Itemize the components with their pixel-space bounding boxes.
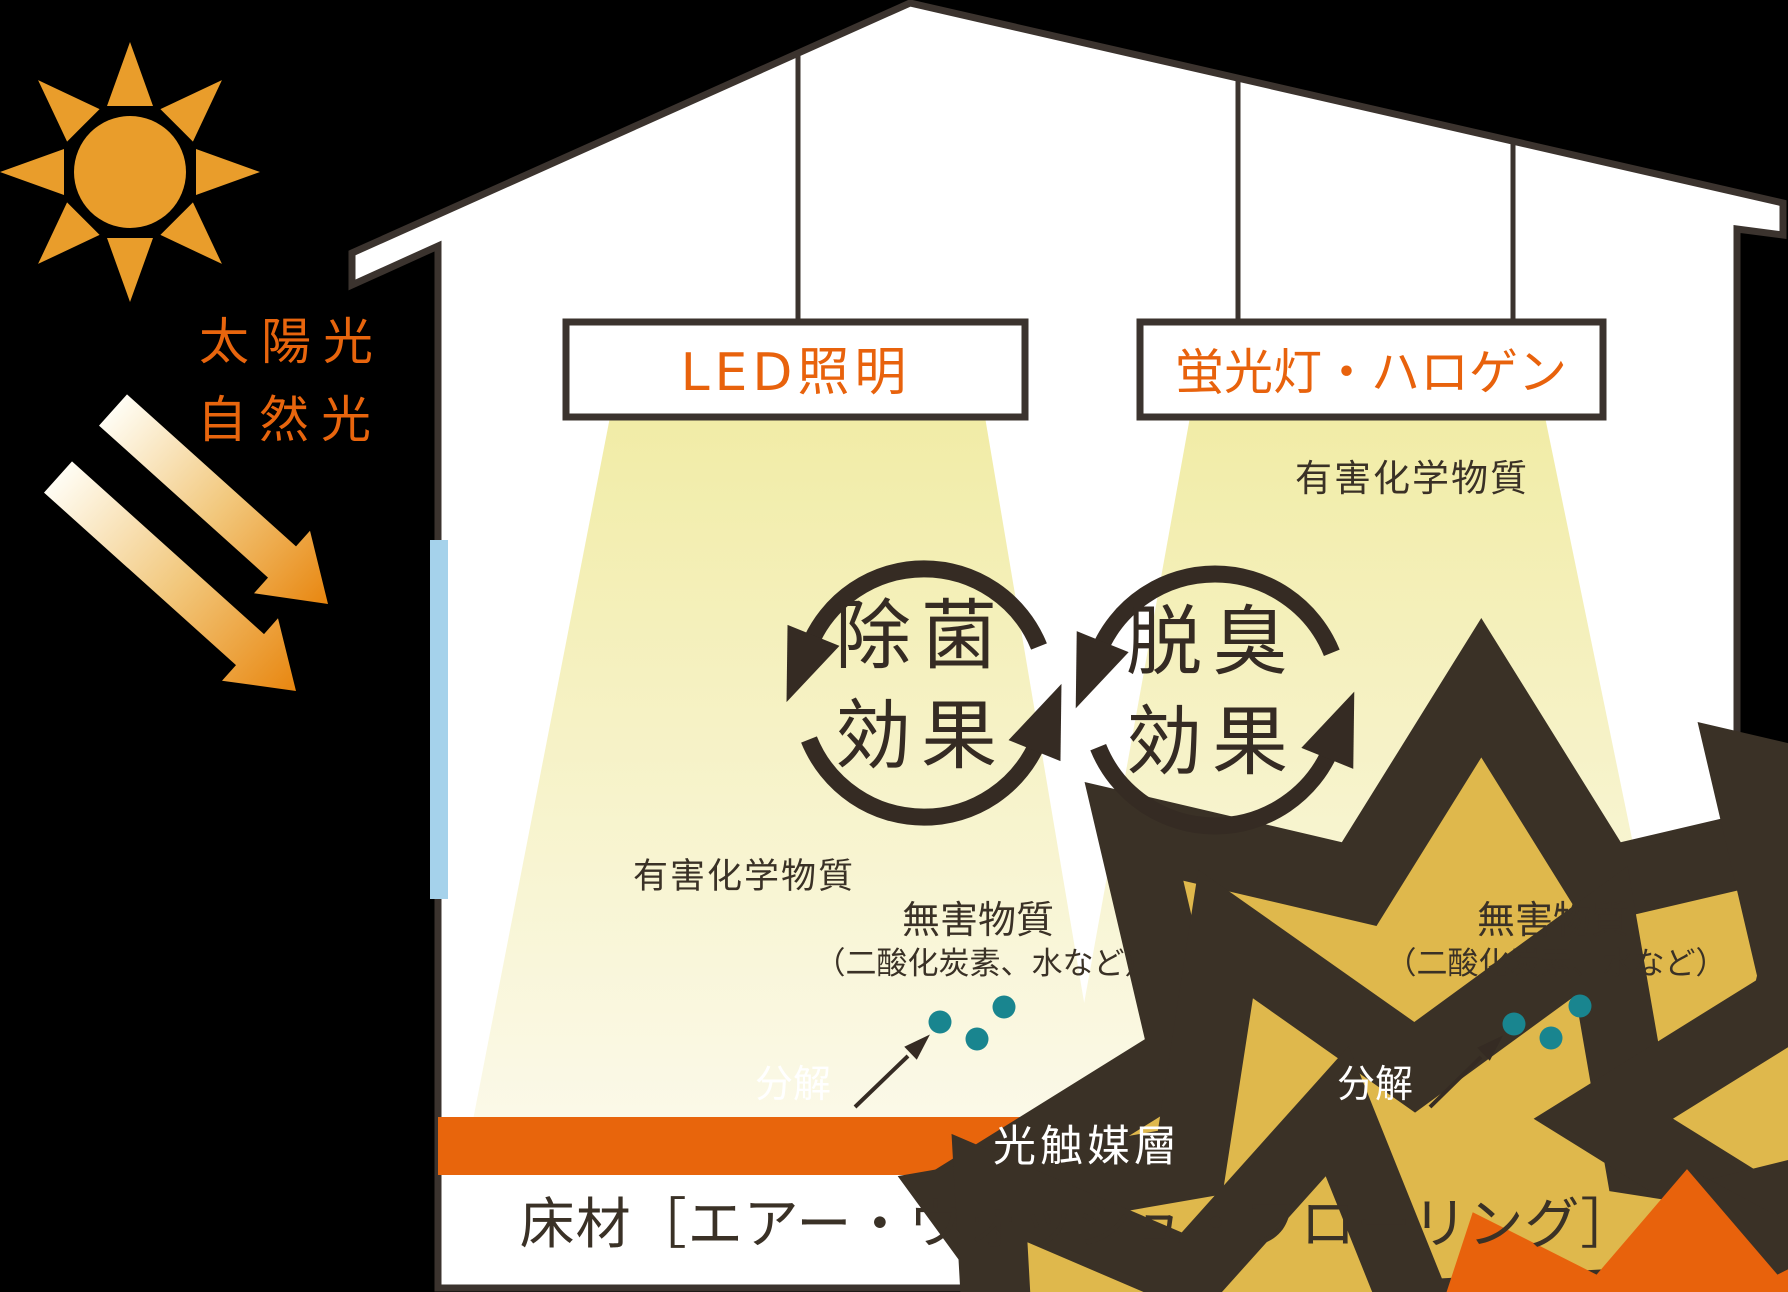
arrow-line [1428, 1055, 1483, 1109]
harmful-substance-label-left: 有害化学物質 [633, 857, 855, 897]
harmless-molecules-left [928, 995, 1016, 1051]
cycle-arrowhead-icon [1008, 683, 1062, 762]
deodorization-cycle: 脱臭 効果 [1075, 565, 1355, 835]
window-strip [430, 540, 448, 899]
sterilization-label-line1: 除菌 [835, 591, 1007, 680]
deodorization-label-line1: 脱臭 [1126, 597, 1298, 686]
molecule-dot-icon [1502, 1012, 1526, 1036]
harmless-substance-label-left: 無害物質 [902, 898, 1054, 942]
decompose-arrow-left [853, 1034, 930, 1109]
sunlight-label-line2: 自然光 [197, 391, 383, 449]
molecule-dot-icon [965, 1027, 989, 1051]
arrow-head-icon [1477, 1035, 1503, 1061]
led-lamp-label: LED照明 [681, 343, 912, 403]
flooring-label: 床材［エアー・ウォッシュ・フローリング］ [520, 1192, 1637, 1256]
molecule-dot-icon [928, 1010, 952, 1034]
sunlight-label-line1: 太陽光 [199, 313, 385, 371]
molecule-dot-icon [992, 995, 1016, 1019]
cycle-arrowhead-icon [786, 624, 840, 703]
harmless-substance-note-left: （二酸化炭素、水など） [815, 946, 1156, 982]
cycle-arc-icon [801, 736, 1047, 826]
sun-rays [0, 42, 260, 302]
led-light-beam [473, 417, 1104, 1120]
molecule-dot-icon [1539, 1026, 1563, 1050]
decompose-label-left: 分解 [755, 1062, 831, 1106]
molecule-dot-icon [1568, 994, 1592, 1018]
cycle-arrowhead-icon [1075, 631, 1129, 709]
sterilization-cycle: 除菌 効果 [786, 560, 1062, 826]
harmless-molecules-right [1502, 994, 1592, 1050]
harmless-substance-label-right: 無害物質 [1477, 898, 1629, 942]
decompose-arrow-right [1428, 1035, 1503, 1109]
deodorization-label-line2: 効果 [1126, 697, 1298, 786]
sunlight-arrow-icon [44, 461, 296, 691]
cycle-arc-icon [1090, 743, 1340, 835]
cycle-arc-icon [801, 560, 1047, 650]
cycle-arrowhead-icon [1301, 691, 1355, 769]
arrow-head-icon [904, 1034, 930, 1060]
sun-icon [0, 42, 260, 302]
fluorescent-lamp-label: 蛍光灯・ハロゲン [1175, 344, 1567, 401]
photocatalyst-layer-label: 光触媒層 [993, 1122, 1181, 1172]
sun-core [74, 116, 186, 228]
cycle-arc-icon [1090, 565, 1340, 657]
sterilization-label-line2: 効果 [835, 691, 1007, 780]
harmless-substance-note-right: （二酸化炭素、水など） [1386, 946, 1727, 982]
fluorescent-lamp-box [1136, 318, 1607, 421]
decompose-label-right: 分解 [1337, 1062, 1413, 1106]
led-lamp-box [562, 318, 1029, 421]
arrow-line [853, 1054, 910, 1109]
harmful-substance-label-right: 有害化学物質 [1295, 457, 1529, 500]
sunlight-arrow-icon [99, 394, 328, 604]
